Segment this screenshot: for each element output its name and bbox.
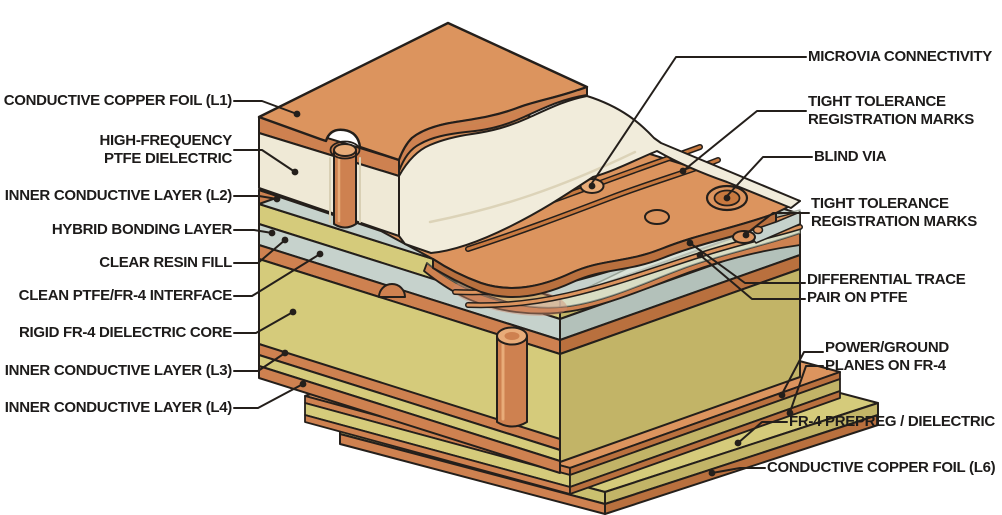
leader-clear-resin-fill [233, 239, 286, 264]
leader-power-ground-2 [789, 365, 824, 413]
leader-microvia-connectivity [591, 56, 807, 184]
leader-inner-conductive-layer-l3 [233, 352, 286, 372]
leader-fr4-prepreg [737, 421, 788, 444]
label-rigid-fr4-dielectric-core: RIGID FR-4 DIELECTRIC CORE [18, 324, 232, 341]
label-microvia-connectivity: MICROVIA CONNECTIVITY [808, 48, 992, 65]
leader-lines [233, 56, 824, 474]
leader-tight-tolerance-mid [745, 212, 810, 235]
top-copper-slab [257, 21, 589, 237]
label-inner-conductive-layer-l2: INNER CONDUCTIVE LAYER (L2) [4, 187, 233, 204]
label-clear-resin-fill: CLEAR RESIN FILL [99, 254, 232, 271]
leader-differential-trace-2 [699, 254, 806, 300]
leader-rigid-fr4-dielectric-core [233, 311, 294, 334]
leader-blind-via [726, 156, 813, 197]
label-inner-conductive-layer-l4: INNER CONDUCTIVE LAYER (L4) [4, 399, 233, 416]
leader-copper-foil-l6 [711, 467, 766, 474]
leader-tight-tolerance-top [682, 110, 807, 172]
leader-high-frequency-ptfe [233, 149, 296, 173]
slab-via-barrel [329, 140, 361, 229]
leader-power-ground-1 [781, 351, 824, 395]
leader-conductive-copper-foil-l1 [233, 100, 298, 115]
ptfe-wave-terrace [398, 95, 801, 254]
half-via-arch [378, 283, 406, 298]
leader-hybrid-bonding-layer [233, 229, 273, 234]
label-blind-via: BLIND VIA [814, 148, 887, 165]
label-hybrid-bonding-layer: HYBRID BONDING LAYER [51, 221, 232, 238]
label-fr4-prepreg-dielectric: FR-4 PREPREG / DIELECTRIC [789, 413, 995, 430]
leader-differential-trace-1 [689, 242, 806, 284]
pad-ring [644, 209, 670, 225]
leader-dots [268, 110, 794, 477]
leader-inner-conductive-layer-l4 [233, 383, 304, 409]
label-conductive-copper-foil-l1: CONDUCTIVE COPPER FOIL (L1) [3, 92, 233, 109]
leader-inner-conductive-layer-l2 [233, 195, 278, 200]
label-inner-conductive-layer-l3: INNER CONDUCTIVE LAYER (L3) [4, 362, 233, 379]
label-clean-ptfe-fr4-interface: CLEAN PTFE/FR-4 INTERFACE [18, 287, 233, 304]
leader-clean-ptfe-fr4-interface [233, 253, 321, 297]
through-via-barrel [496, 326, 528, 428]
label-conductive-copper-foil-l6: CONDUCTIVE COPPER FOIL (L6) [767, 459, 996, 476]
